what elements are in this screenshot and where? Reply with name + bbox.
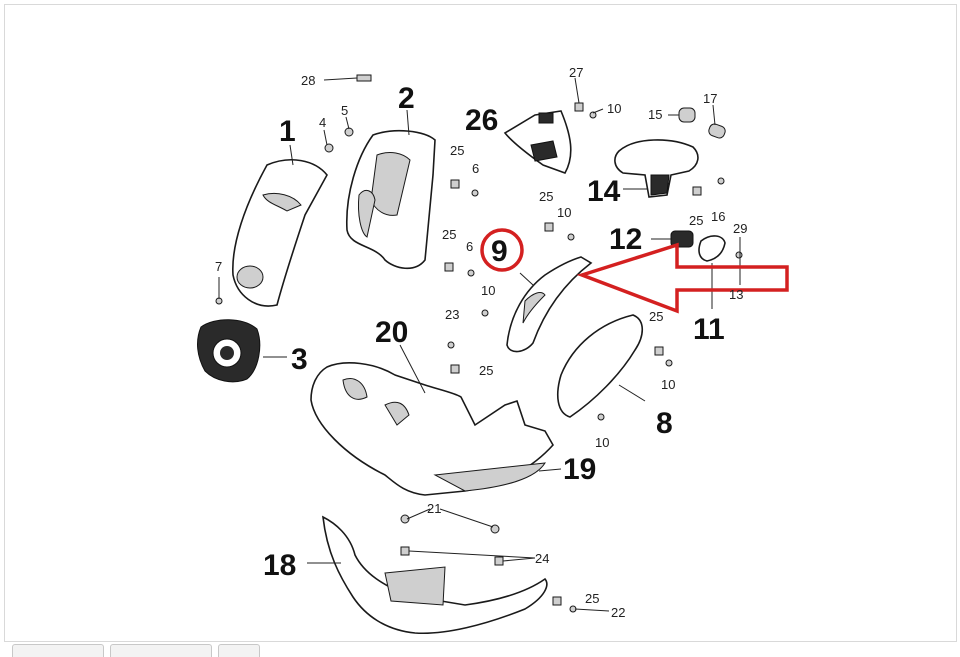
label-23: 23 (445, 307, 459, 322)
label-25a: 25 (450, 143, 464, 158)
label-25g: 25 (585, 591, 599, 606)
part-9-side-trim (506, 256, 593, 353)
label-10c: 10 (481, 283, 495, 298)
leader-lines (218, 77, 741, 612)
label-21: 21 (427, 501, 441, 516)
label-27: 27 (569, 65, 583, 80)
label-6a: 6 (472, 161, 479, 176)
part-3-headlight-housing (197, 319, 261, 383)
part-11-cover (698, 235, 726, 262)
label-11: 11 (693, 313, 725, 346)
label-9: 9 (491, 235, 508, 268)
label-16: 16 (711, 209, 725, 224)
label-12: 12 (609, 223, 642, 256)
part-17-bolt (708, 123, 726, 139)
highlight-arrow (576, 242, 789, 314)
part-labels: 1 2 3 8 9 11 12 14 18 19 20 26 4 5 6 6 7… (215, 65, 747, 620)
label-25d: 25 (689, 213, 703, 228)
label-24: 24 (535, 551, 549, 566)
label-17: 17 (703, 91, 717, 106)
part-14-dashboard (614, 139, 699, 198)
label-7: 7 (215, 259, 222, 274)
part-15-bushing (678, 107, 696, 123)
label-18: 18 (263, 549, 296, 582)
label-20: 20 (375, 316, 408, 349)
label-2: 2 (398, 82, 415, 115)
label-10e: 10 (595, 435, 609, 450)
label-5: 5 (341, 103, 348, 118)
label-28: 28 (301, 73, 315, 88)
label-25e: 25 (649, 309, 663, 324)
part-26-bracket (503, 110, 572, 174)
diagram-frame: 1 2 3 8 9 11 12 14 18 19 20 26 4 5 6 6 7… (4, 4, 957, 642)
thumbnail-tab-3[interactable] (218, 644, 260, 657)
bottom-tab-strip (12, 644, 260, 657)
label-29: 29 (733, 221, 747, 236)
label-3: 3 (291, 343, 308, 376)
label-22: 22 (611, 605, 625, 620)
label-8: 8 (656, 407, 673, 440)
label-10d: 10 (661, 377, 675, 392)
part-1-front-shield (232, 159, 328, 307)
highlight-circle (480, 228, 524, 272)
parts-diagram: 1 2 3 8 9 11 12 14 18 19 20 26 4 5 6 6 7… (197, 65, 789, 635)
label-6b: 6 (466, 239, 473, 254)
part-8-side-panel (556, 314, 644, 418)
label-26: 26 (465, 104, 498, 137)
label-1: 1 (279, 115, 296, 148)
label-14: 14 (587, 175, 621, 208)
label-25c: 25 (539, 189, 553, 204)
label-10a: 10 (607, 101, 621, 116)
part-18-lower-fairing (322, 515, 548, 635)
label-25b: 25 (442, 227, 456, 242)
highlight-annotations (480, 228, 789, 314)
thumbnail-tab-2[interactable] (110, 644, 212, 657)
thumbnail-tab-1[interactable] (12, 644, 104, 657)
label-19: 19 (563, 453, 596, 486)
label-25f: 25 (479, 363, 493, 378)
label-15: 15 (648, 107, 662, 122)
label-10b: 10 (557, 205, 571, 220)
label-13: 13 (729, 287, 743, 302)
part-20-floor (310, 362, 554, 496)
label-4: 4 (319, 115, 326, 130)
part-2-leg-shield (345, 129, 436, 270)
